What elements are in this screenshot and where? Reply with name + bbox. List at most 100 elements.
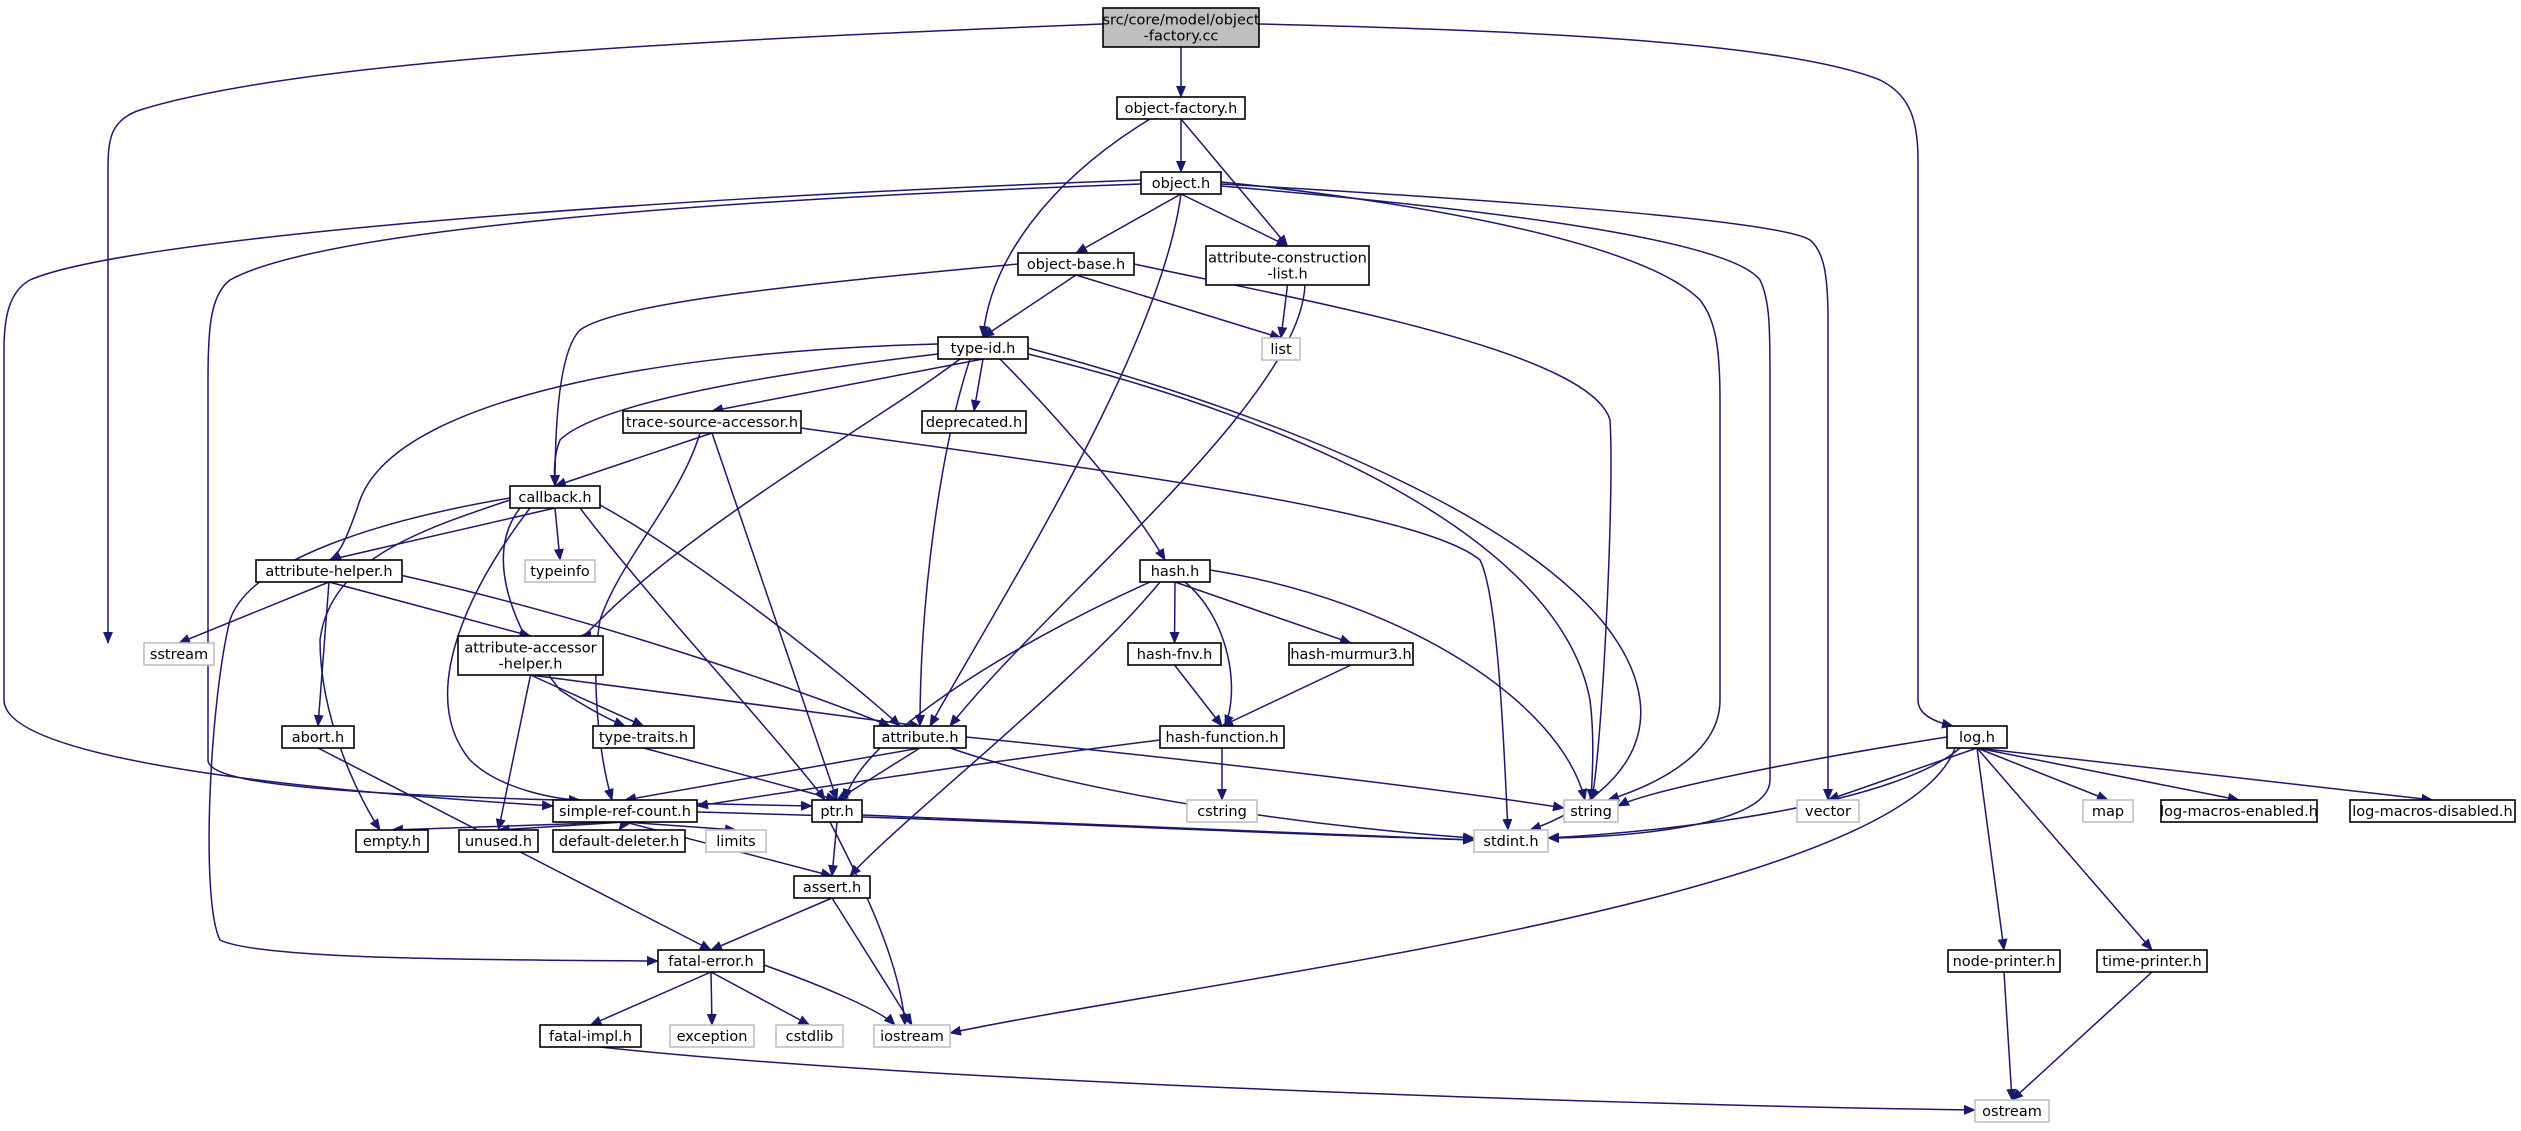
node-type-id-h[interactable]: type-id.h <box>937 336 1029 360</box>
node-vector: vector <box>1796 799 1860 823</box>
node-map: map <box>2082 799 2134 823</box>
edge-callback-h-to-typeinfo <box>553 507 564 561</box>
node-abort-h[interactable]: abort.h <box>281 725 355 749</box>
node-label: limits <box>716 834 755 850</box>
node-label: attribute-construction <box>1208 251 1367 267</box>
node-label: fatal-impl.h <box>549 1029 632 1045</box>
node-label: hash-function.h <box>1165 730 1278 746</box>
node-box <box>143 642 215 666</box>
node-deprecated-h[interactable]: deprecated.h <box>921 410 1027 434</box>
node-fatal-impl-h[interactable]: fatal-impl.h <box>539 1024 642 1048</box>
node-box <box>355 829 429 853</box>
node-label: iostream <box>880 1029 944 1045</box>
edge-hash-h-to-ptr-h <box>842 581 1151 801</box>
node-label: trace-source-accessor.h <box>626 415 798 431</box>
edge-ptr-h-to-stdint-h <box>861 814 1475 845</box>
node-box <box>1186 799 1258 823</box>
edge-hash-fnv-h-to-hash-function-h <box>1173 664 1223 727</box>
node-hash-h[interactable]: hash.h <box>1139 559 1211 583</box>
edge-type-id-h-to-attribute-helper-h <box>329 343 939 561</box>
node-label: -list.h <box>1267 267 1307 283</box>
node-label: type-traits.h <box>599 730 688 746</box>
edge-object-h-to-simple-ref-count-h <box>3 179 1142 811</box>
node-layer: src/core/model/object-factory.cc object-f… <box>143 7 2516 1123</box>
node-box <box>2349 799 2516 823</box>
node-attribute-accessor-helper-h[interactable]: attribute-accessor-helper.h <box>457 635 604 676</box>
node-log-macros-enabled-h[interactable]: log-macros-enabled.h <box>2160 799 2318 823</box>
node-attr-construction-list-h[interactable]: attribute-construction-list.h <box>1205 245 1370 286</box>
node-object-h[interactable]: object.h <box>1140 171 1222 195</box>
edge-root-to-log-h <box>1258 23 1954 729</box>
node-box <box>592 725 695 749</box>
edge-attribute-h-to-string <box>965 736 1565 812</box>
node-label: log.h <box>1959 730 1995 746</box>
edge-object-h-to-attr-construction-list-h <box>1180 193 1289 247</box>
node-root[interactable]: src/core/model/object-factory.cc <box>1102 7 1260 48</box>
node-box <box>1261 337 1301 361</box>
node-time-printer-h[interactable]: time-printer.h <box>2096 949 2208 973</box>
node-attribute-helper-h[interactable]: attribute-helper.h <box>255 559 403 583</box>
node-callback-h[interactable]: callback.h <box>509 485 601 509</box>
node-label: empty.h <box>363 834 421 850</box>
node-hash-murmur3-h[interactable]: hash-murmur3.h <box>1288 642 1414 666</box>
edge-attr-construction-list-h-to-list <box>1277 284 1289 339</box>
edge-type-id-h-to-attribute-h <box>915 358 971 727</box>
node-fatal-error-h[interactable]: fatal-error.h <box>657 949 765 973</box>
node-assert-h[interactable]: assert.h <box>793 875 871 899</box>
node-box <box>669 1024 755 1048</box>
node-trace-source-accessor-h[interactable]: trace-source-accessor.h <box>622 410 802 434</box>
edge-type-traits-h-to-ptr-h <box>643 747 838 802</box>
node-attribute-h[interactable]: attribute.h <box>873 725 967 749</box>
edge-attribute-helper-h-to-attribute-accessor-helper-h <box>328 581 532 638</box>
node-object-base-h[interactable]: object-base.h <box>1017 252 1135 276</box>
edge-trace-source-accessor-h-to-simple-ref-count-h <box>595 432 701 801</box>
node-box <box>1946 725 2008 749</box>
node-box <box>458 829 539 853</box>
node-box <box>1563 799 1619 823</box>
node-label: src/core/model/object <box>1102 13 1259 29</box>
edge-hash-h-to-string <box>1209 569 1588 801</box>
node-box <box>1205 245 1370 286</box>
node-type-traits-h[interactable]: type-traits.h <box>592 725 695 749</box>
node-box <box>1947 949 2061 973</box>
edge-log-h-to-map <box>1976 747 2109 801</box>
node-label: stdint.h <box>1483 834 1538 850</box>
edge-log-h-to-time-printer-h <box>1976 747 2153 951</box>
edge-hash-h-to-hash-function-h <box>1184 581 1234 727</box>
edge-type-id-h-to-string <box>1027 353 1597 801</box>
node-unused-h[interactable]: unused.h <box>458 829 539 853</box>
edge-simple-ref-count-h-to-limits <box>624 821 737 835</box>
node-label: typeinfo <box>530 564 590 580</box>
edge-object-h-to-object-base-h <box>1075 193 1182 254</box>
node-box <box>255 559 403 583</box>
node-box <box>921 410 1027 434</box>
edge-fatal-error-h-to-cstdlib <box>710 971 811 1026</box>
edge-trace-source-accessor-h-to-stdint-h <box>800 427 1513 831</box>
node-ptr-h[interactable]: ptr.h <box>811 799 863 823</box>
node-box <box>793 875 871 899</box>
node-label: abort.h <box>292 730 344 746</box>
node-box <box>657 949 765 973</box>
edge-log-h-to-vector <box>1827 747 1978 802</box>
edge-hash-function-h-to-simple-ref-count-h <box>696 739 1161 810</box>
node-label: time-printer.h <box>2102 954 2201 970</box>
node-simple-ref-count-h[interactable]: simple-ref-count.h <box>552 799 698 823</box>
node-hash-function-h[interactable]: hash-function.h <box>1159 725 1285 749</box>
node-log-h[interactable]: log.h <box>1946 725 2008 749</box>
node-label: -helper.h <box>499 657 563 673</box>
node-empty-h[interactable]: empty.h <box>355 829 429 853</box>
node-box <box>1139 559 1211 583</box>
node-object-factory-h[interactable]: object-factory.h <box>1116 96 1246 120</box>
node-label: callback.h <box>518 490 591 506</box>
edge-assert-h-to-iostream <box>831 897 913 1026</box>
node-default-deleter-h[interactable]: default-deleter.h <box>552 829 686 853</box>
edge-object-base-h-to-callback-h <box>550 263 1019 487</box>
edge-node-printer-h-to-ostream <box>2003 971 2017 1101</box>
node-box <box>775 1024 844 1048</box>
node-log-macros-disabled-h[interactable]: log-macros-disabled.h <box>2349 799 2516 823</box>
node-box <box>457 635 604 676</box>
node-node-printer-h[interactable]: node-printer.h <box>1947 949 2061 973</box>
edge-type-id-h-to-callback-h <box>549 353 939 487</box>
edge-log-h-to-log-macros-disabled-h <box>1976 747 2434 804</box>
node-hash-fnv-h[interactable]: hash-fnv.h <box>1127 642 1222 666</box>
